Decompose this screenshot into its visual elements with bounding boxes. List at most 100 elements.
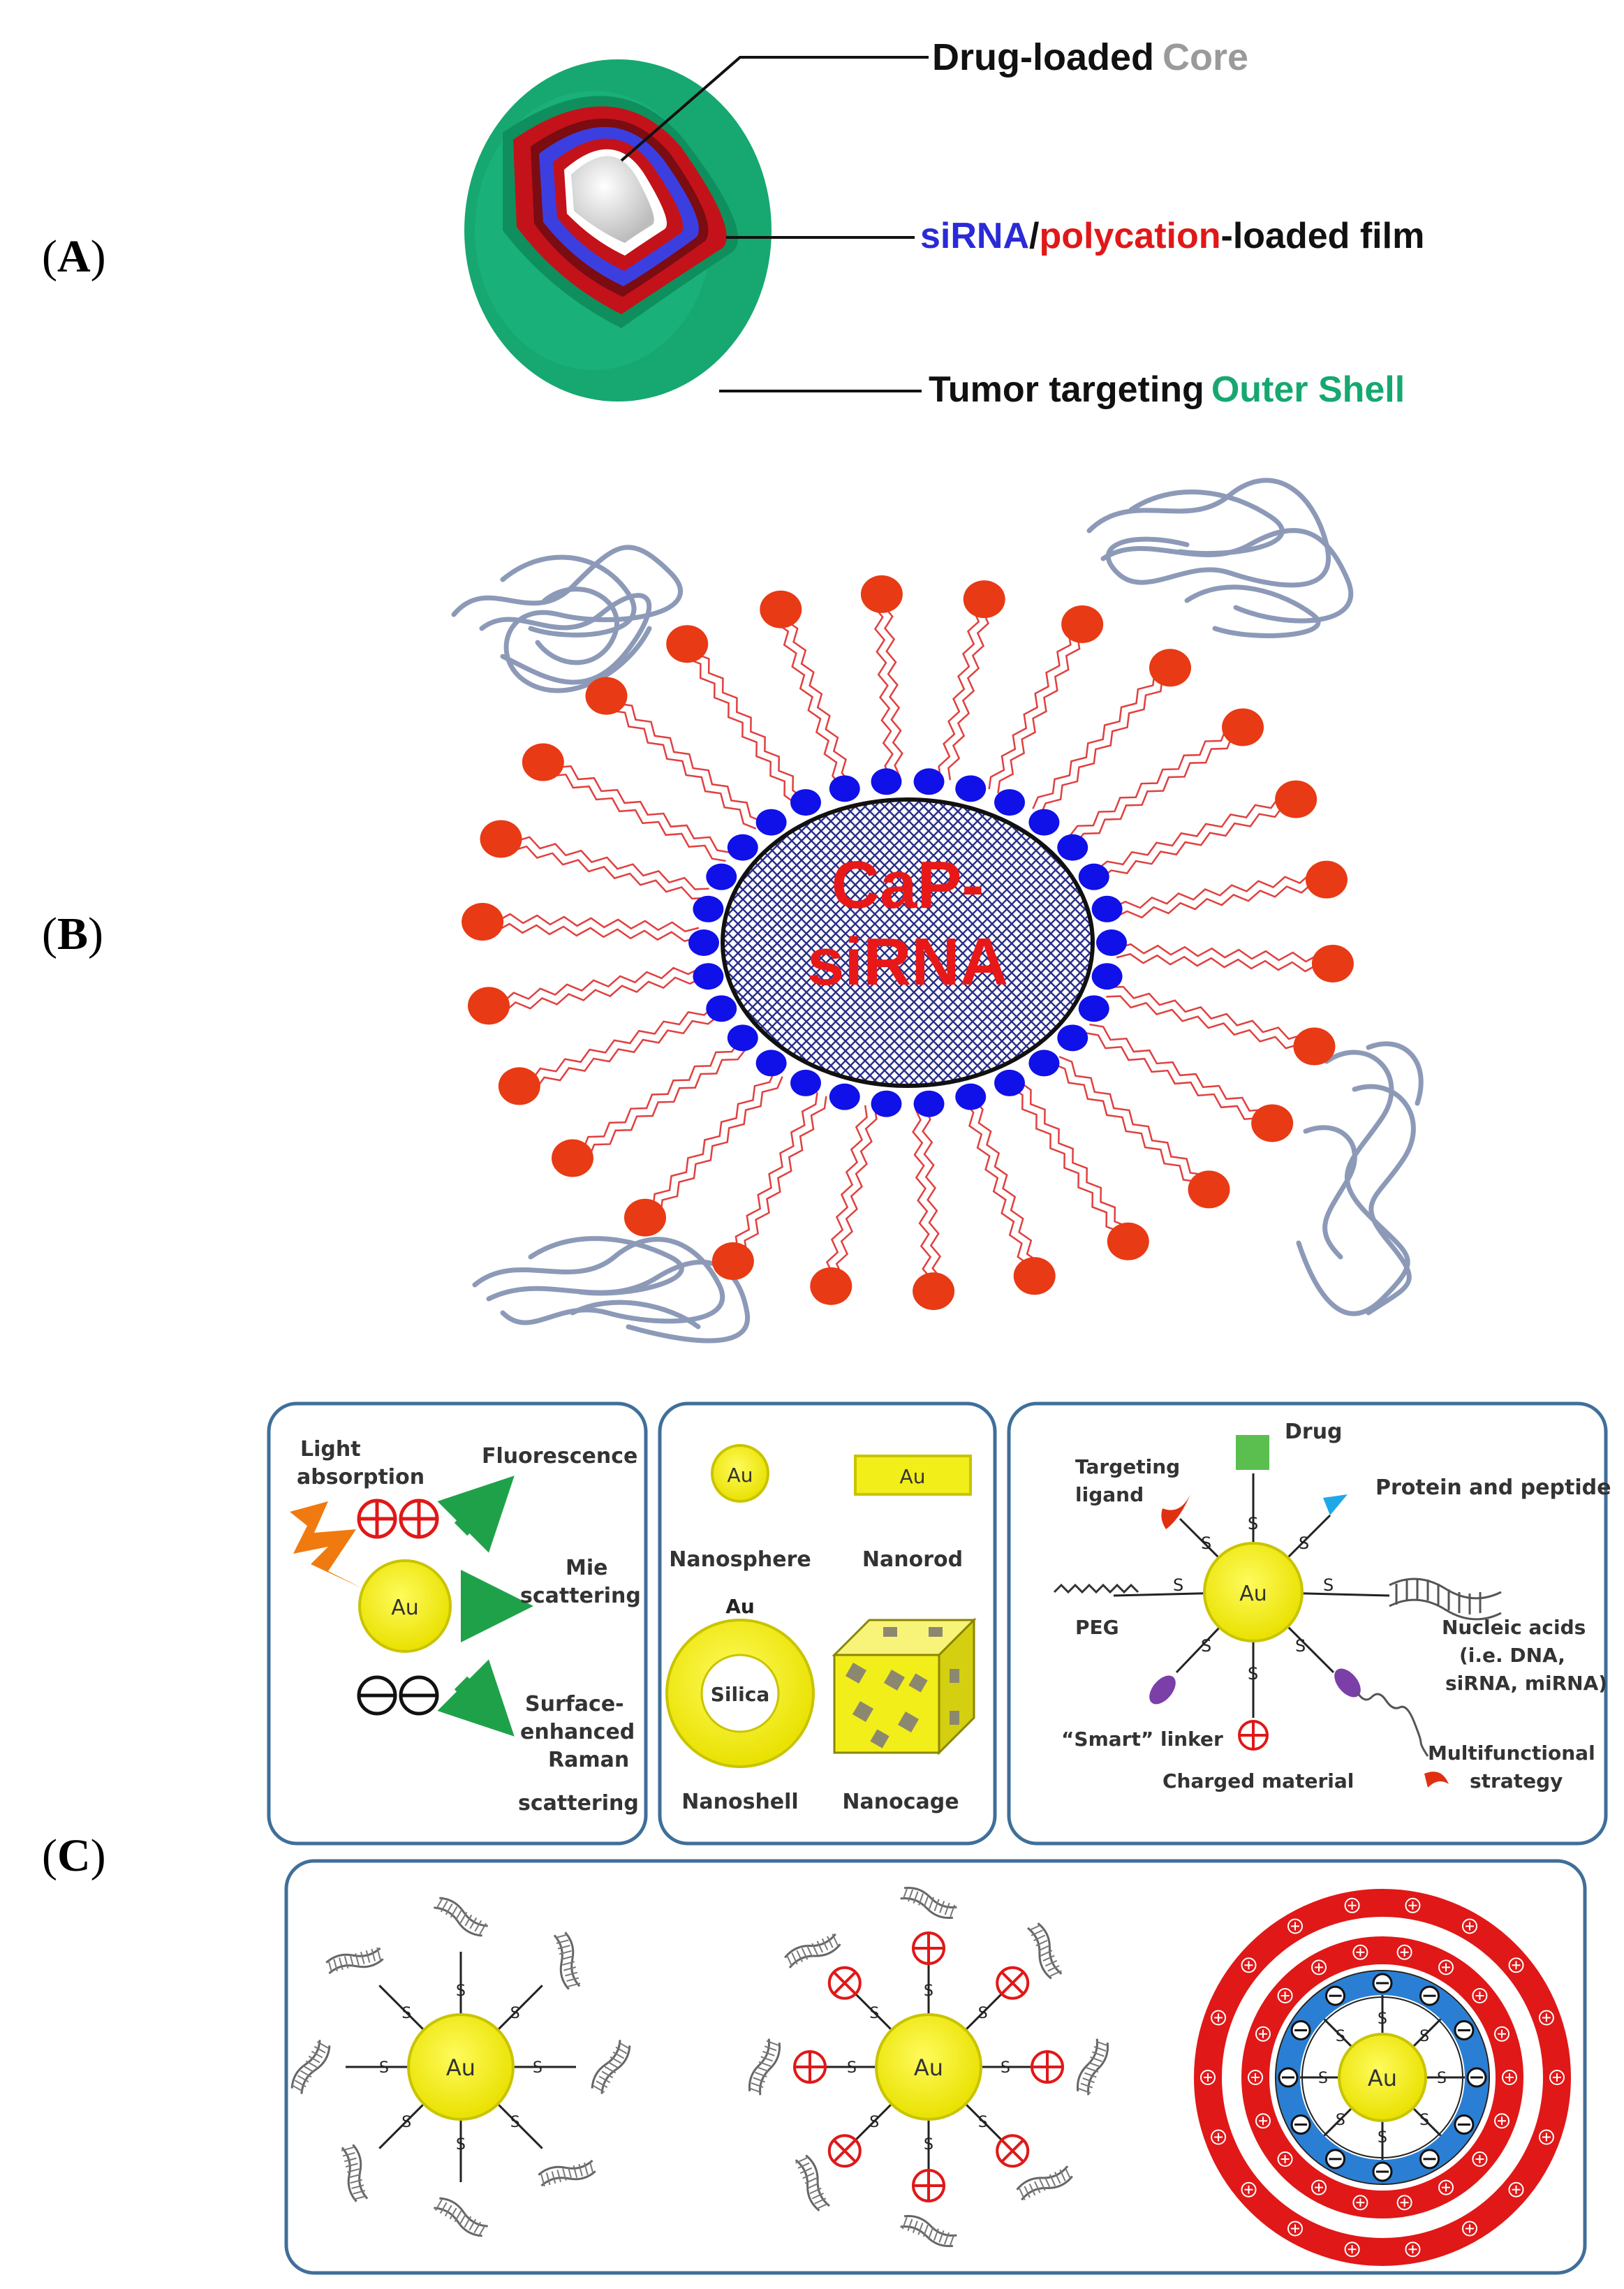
s-label: S: [1378, 2010, 1387, 2028]
s-label: S: [456, 1982, 466, 2000]
lipid-tail: [1106, 995, 1313, 1056]
positive-charge-icon: [1241, 1957, 1257, 1973]
lipid-tail: [1084, 1031, 1269, 1132]
positive-charge-icon: [1311, 2179, 1327, 2195]
nucleic-strand: [434, 2197, 488, 2237]
inner-bead: [829, 775, 860, 802]
nucleic-label-3: siRNA, miRNA): [1445, 1672, 1607, 1695]
svg-text:S: S: [1201, 1533, 1211, 1553]
protein-bottom-right: [1296, 1041, 1424, 1316]
positive-charge-icon: [1405, 2242, 1421, 2258]
inner-bead: [955, 775, 987, 802]
multifunctional-label-1: Multifunctional: [1428, 1742, 1595, 1765]
inner-bead: [913, 1090, 945, 1117]
lipid-tail: [1019, 1081, 1130, 1242]
sers-label-1: Surface-: [525, 1692, 624, 1716]
lipid-tail: [1040, 672, 1178, 816]
inner-bead: [913, 768, 945, 795]
center-au-particle: [1203, 1542, 1304, 1642]
nanorod-shape: [854, 1455, 972, 1496]
lipid-tail: [882, 593, 903, 777]
s-label: S: [978, 2114, 988, 2131]
light-absorption-label-2: absorption: [297, 1465, 425, 1489]
s-label: S: [978, 2005, 988, 2022]
s-label: S: [1378, 2129, 1387, 2147]
positive-charge-icon: [1287, 2221, 1303, 2237]
positive-charge-icon: [1255, 2026, 1271, 2042]
optical-properties-box: Light absorption Au Fluorescence Mie sca…: [267, 1401, 648, 1846]
inner-bead: [1057, 1024, 1088, 1052]
inner-bead: [871, 1090, 902, 1117]
s-label: S: [510, 2114, 520, 2131]
mie-label-1: Mie: [566, 1556, 607, 1580]
drug-core: [571, 156, 654, 243]
inner-bead: [688, 929, 719, 956]
protein-label: Protein and peptide: [1375, 1475, 1611, 1500]
lipid-head: [468, 987, 510, 1025]
lipid-head: [1305, 860, 1348, 899]
lipid-tail: [997, 627, 1091, 793]
s-label: S: [924, 1982, 933, 2000]
s-label: S: [510, 2005, 520, 2022]
film-label: siRNA/polycation-loaded film: [920, 216, 1424, 256]
lipid-tail: [1109, 985, 1315, 1047]
s-label: S: [1001, 2059, 1010, 2077]
multifunctional-label-2: strategy: [1470, 1769, 1563, 1793]
inner-bead: [994, 789, 1025, 816]
lipid-head: [1251, 1104, 1294, 1142]
lipid-tail: [988, 623, 1082, 790]
lipid-tail: [637, 1070, 776, 1213]
lipid-head: [1275, 780, 1317, 818]
s-label: S: [869, 2005, 879, 2022]
s-label: S: [1419, 2112, 1429, 2129]
positive-charge-icon: [1211, 2129, 1227, 2145]
peptide-icon: [1323, 1494, 1348, 1515]
s-label: S: [847, 2059, 857, 2077]
panel-label-b: (B): [42, 908, 103, 959]
lipid-tail: [1011, 1087, 1122, 1246]
lipid-head: [1188, 1170, 1230, 1209]
inner-bead: [706, 863, 737, 890]
lipid-head: [1311, 944, 1354, 982]
lipid-tail: [784, 606, 851, 783]
nanocage-label: Nanocage: [842, 1790, 959, 1814]
smart-linker-label: “Smart” linker: [1061, 1728, 1223, 1751]
lipid-tail: [487, 966, 702, 1004]
positive-charge-icon: [1494, 2026, 1510, 2042]
core-label-line1: CaP-: [832, 848, 984, 922]
lipid-tail: [1058, 1056, 1211, 1190]
s-label: S: [1336, 2028, 1345, 2045]
nucleic-strand: [591, 2040, 631, 2094]
lipid-tail: [733, 1096, 827, 1263]
nanocage-shape: [832, 1617, 977, 1756]
au-label: Au: [1368, 2065, 1397, 2091]
nucleic-strand: [1076, 2038, 1109, 2096]
positive-charge-icon: [1538, 2129, 1554, 2145]
positive-charge-icon: [1352, 1944, 1368, 1960]
nanoshell-label: Nanoshell: [681, 1790, 798, 1814]
lipid-tail: [1100, 803, 1300, 880]
inner-bead: [727, 834, 758, 861]
inner-bead: [1028, 1050, 1060, 1077]
lipid-tail: [500, 839, 707, 900]
au-particle: [875, 2013, 982, 2121]
au-label: Au: [391, 1596, 419, 1620]
lipid-head: [810, 1267, 852, 1305]
lipid-tail: [1051, 1063, 1204, 1196]
positive-charge-icon: [1396, 2195, 1412, 2211]
positive-charge-icon: [1248, 2070, 1263, 2085]
charged-material-icon: [1238, 1720, 1269, 1751]
lipid-head: [480, 820, 522, 858]
panel-c-diagram: Light absorption Au Fluorescence Mie sca…: [267, 1401, 1611, 2275]
inner-bead: [994, 1069, 1025, 1096]
svg-text:S: S: [1173, 1575, 1183, 1595]
lipid-tail: [964, 1102, 1031, 1279]
peg-icon: [1053, 1583, 1139, 1594]
lipid-layer: [462, 575, 1354, 1311]
smart-linker-icon: [1149, 1675, 1176, 1705]
cap-sirna-core: [721, 797, 1095, 1088]
